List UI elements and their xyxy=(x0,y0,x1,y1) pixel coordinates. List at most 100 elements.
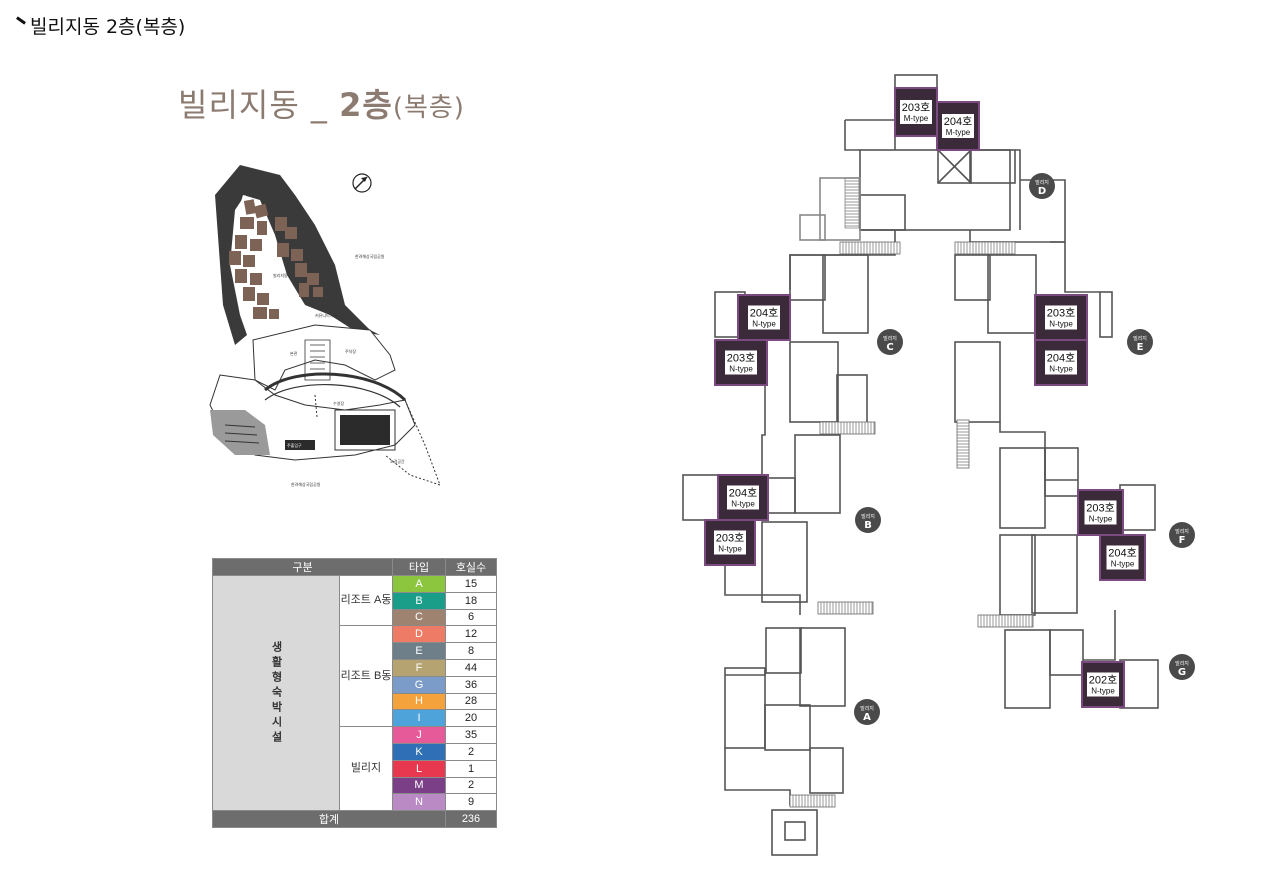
count-cell: 6 xyxy=(445,608,497,627)
unit-label-bg xyxy=(1045,350,1077,375)
page-heading: 빌리지동 2층(복층) xyxy=(16,12,185,39)
north-compass-icon xyxy=(352,173,372,193)
type-table-header-row: 구분 타입 호실수 xyxy=(212,558,497,576)
marker-letter: F xyxy=(1179,535,1186,546)
marker-letter: D xyxy=(1038,186,1046,197)
heading-tick-icon xyxy=(16,16,26,25)
unit-type: N-type xyxy=(1111,560,1135,569)
marker-prefix: 빌리지 xyxy=(860,705,874,712)
marker-letter: E xyxy=(1137,342,1144,353)
villa-blocks xyxy=(229,199,323,319)
parking-lot xyxy=(210,410,270,455)
unit-type: N-type xyxy=(1049,365,1073,374)
map-label-pool: 수영장 xyxy=(333,400,344,406)
total-count: 236 xyxy=(445,810,497,829)
header-count: 호실수 xyxy=(445,558,497,576)
map-label-parking: 주차장 xyxy=(345,348,356,354)
unit-room: 203호 xyxy=(1047,307,1075,320)
community-building xyxy=(252,324,396,391)
marker-letter: C xyxy=(886,342,893,353)
count-cell: 2 xyxy=(445,742,497,761)
marker-prefix: 빌리지 xyxy=(1035,179,1049,186)
unit-room: 203호 xyxy=(1086,502,1114,515)
stair-treads xyxy=(792,180,1033,807)
page-heading-text: 빌리지동 2층(복층) xyxy=(30,16,186,38)
marker-circle xyxy=(1169,522,1195,548)
count-cell: 20 xyxy=(445,709,497,728)
type-cell: N xyxy=(392,793,446,812)
unit-type: N-type xyxy=(718,545,742,554)
floor-plan-walls xyxy=(682,74,1159,856)
unit-type: M-type xyxy=(946,128,971,137)
unit-type: N-type xyxy=(752,320,776,329)
marker-letter: G xyxy=(1178,667,1186,678)
unit-type: N-type xyxy=(1091,687,1115,696)
type-cell: E xyxy=(392,642,446,660)
unit-label-bg xyxy=(1087,672,1119,697)
marker-letter: A xyxy=(863,712,871,723)
marker-circle xyxy=(1169,654,1195,680)
count-cell: 8 xyxy=(445,642,497,660)
type-cell: F xyxy=(392,658,446,677)
unit-label-bg xyxy=(1106,545,1139,570)
count-cell: 12 xyxy=(445,625,497,644)
unit-label-bg xyxy=(748,305,780,330)
map-label-sea-top: 한려해상국립공원 xyxy=(355,253,385,259)
parking-box xyxy=(285,440,315,450)
marker-prefix: 빌리지 xyxy=(1175,528,1189,535)
marker-circle xyxy=(877,329,903,355)
count-cell: 44 xyxy=(445,658,497,677)
count-cell: 2 xyxy=(445,776,497,795)
unit-label-bg xyxy=(714,530,746,555)
unit-room: 202호 xyxy=(1089,674,1117,687)
marker-prefix: 빌리지 xyxy=(883,335,897,342)
marker-circle xyxy=(1029,173,1055,199)
unit-type: N-type xyxy=(1049,320,1073,329)
unit-type: N-type xyxy=(729,365,753,374)
type-cell: L xyxy=(392,759,446,778)
type-cell: D xyxy=(392,625,446,644)
unit-room: 204호 xyxy=(1108,547,1136,560)
type-cell: M xyxy=(392,776,446,795)
unit-label-bg xyxy=(1045,305,1077,330)
unit-room: 204호 xyxy=(750,307,778,320)
marker-letter: B xyxy=(864,520,872,531)
map-label-villa: 빌리지동 xyxy=(273,272,288,278)
type-cell: I xyxy=(392,709,446,728)
unit-label-bg xyxy=(942,114,974,138)
header-type: 타입 xyxy=(392,558,446,576)
unit-label-bg xyxy=(1084,500,1117,525)
marker-prefix: 빌리지 xyxy=(1175,660,1189,667)
unit-room: 203호 xyxy=(716,532,744,545)
group-cell: 빌리지 xyxy=(339,726,393,812)
type-cell: H xyxy=(392,692,446,711)
group-cell: 리조트 A동 xyxy=(339,574,393,627)
unit-room: 203호 xyxy=(727,352,755,365)
marker-circle xyxy=(854,699,880,725)
unit-room: 204호 xyxy=(1047,352,1075,365)
count-cell: 36 xyxy=(445,675,497,694)
unit-label-bg xyxy=(725,350,757,375)
unit-room: 204호 xyxy=(944,115,972,128)
